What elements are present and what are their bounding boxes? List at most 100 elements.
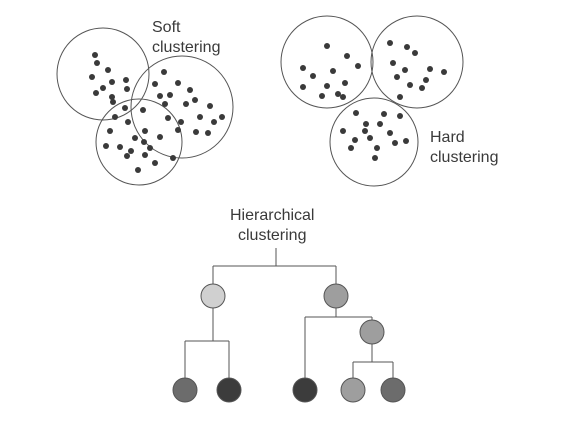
hard-cluster-point <box>403 138 409 144</box>
soft-cluster-point <box>109 94 115 100</box>
hard-cluster-point <box>427 66 433 72</box>
soft-cluster-point <box>152 81 158 87</box>
soft-cluster-point <box>93 90 99 96</box>
soft-cluster-point <box>89 74 95 80</box>
hard-cluster-point <box>392 140 398 146</box>
soft-cluster-point <box>103 143 109 149</box>
soft-cluster-point <box>140 107 146 113</box>
soft-cluster-point <box>92 52 98 58</box>
hard-cluster-point <box>404 44 410 50</box>
soft-cluster-point <box>193 129 199 135</box>
soft-cluster-point <box>197 114 203 120</box>
hard-cluster-point <box>342 80 348 86</box>
hard-cluster-point <box>300 65 306 71</box>
hard-cluster-point <box>381 111 387 117</box>
soft-cluster-point <box>125 119 131 125</box>
dendrogram-nodes <box>172 283 406 403</box>
soft-cluster-point <box>175 80 181 86</box>
dendrogram-leaf-4 <box>340 377 366 403</box>
soft-cluster-point <box>122 105 128 111</box>
dendrogram-leaf-5 <box>380 377 406 403</box>
hard-cluster-point <box>387 40 393 46</box>
soft-cluster-point <box>124 86 130 92</box>
hard-clustering-group <box>280 15 464 187</box>
hard-cluster-point <box>330 68 336 74</box>
hard-cluster-point <box>397 94 403 100</box>
soft-cluster-point <box>105 67 111 73</box>
soft-cluster-point <box>157 93 163 99</box>
hard-cluster-point <box>353 110 359 116</box>
soft-cluster-point <box>128 148 134 154</box>
hard-cluster-point <box>324 43 330 49</box>
dendrogram-leaf-1 <box>172 377 198 403</box>
dendrogram-node-right-sub <box>359 319 385 345</box>
soft-cluster-point <box>110 99 116 105</box>
hard-cluster-point <box>319 93 325 99</box>
soft-cluster-point <box>141 139 147 145</box>
hard-cluster-point <box>402 67 408 73</box>
soft-cluster-point <box>142 152 148 158</box>
soft-cluster-point <box>211 119 217 125</box>
soft-cluster-point <box>170 155 176 161</box>
hard-cluster-point <box>340 128 346 134</box>
hard-cluster-point <box>367 135 373 141</box>
hard-cluster-point <box>387 130 393 136</box>
hard-cluster-point <box>344 53 350 59</box>
dendrogram-leaf-2 <box>216 377 242 403</box>
hard-cluster-point <box>335 91 341 97</box>
hard-cluster-circle-2 <box>370 15 464 109</box>
soft-cluster-circle-1 <box>56 27 150 121</box>
soft-cluster-point <box>132 135 138 141</box>
soft-cluster-point <box>142 128 148 134</box>
soft-cluster-point <box>107 128 113 134</box>
hard-cluster-point <box>423 77 429 83</box>
soft-cluster-point <box>219 114 225 120</box>
hard-cluster-point <box>374 145 380 151</box>
soft-cluster-point <box>109 79 115 85</box>
hard-cluster-point <box>362 128 368 134</box>
hard-cluster-point <box>310 73 316 79</box>
hard-cluster-circle-3 <box>329 97 419 187</box>
hard-cluster-point <box>363 121 369 127</box>
hard-cluster-point <box>394 74 400 80</box>
hierarchical-clustering-label-line-2: clustering <box>238 227 307 244</box>
hard-cluster-circle-1 <box>280 15 374 109</box>
hard-cluster-point <box>352 137 358 143</box>
soft-cluster-point <box>94 60 100 66</box>
hard-cluster-point <box>372 155 378 161</box>
soft-cluster-point <box>187 87 193 93</box>
soft-cluster-point <box>100 85 106 91</box>
soft-cluster-point <box>165 115 171 121</box>
soft-cluster-point <box>135 167 141 173</box>
soft-clustering-label-line-2: clustering <box>152 39 221 56</box>
soft-cluster-point <box>178 119 184 125</box>
hierarchical-clustering-label-line-1: Hierarchical <box>230 207 315 224</box>
hard-cluster-point <box>390 60 396 66</box>
soft-cluster-point <box>117 144 123 150</box>
soft-cluster-point <box>162 101 168 107</box>
hard-cluster-point <box>441 69 447 75</box>
soft-cluster-point <box>147 145 153 151</box>
hard-clustering-label-line-2: clustering <box>430 149 499 166</box>
soft-cluster-point <box>152 160 158 166</box>
dendrogram-node-right <box>323 283 349 309</box>
hard-cluster-point <box>324 83 330 89</box>
soft-clustering-group <box>56 27 234 186</box>
hard-cluster-point <box>412 50 418 56</box>
hard-clustering-points <box>300 40 447 161</box>
hard-clustering-label-line-1: Hard <box>430 129 465 146</box>
soft-cluster-point <box>207 103 213 109</box>
soft-cluster-point <box>167 92 173 98</box>
hard-cluster-point <box>300 84 306 90</box>
dendrogram-node-left <box>200 283 226 309</box>
soft-clustering-points <box>89 52 225 173</box>
soft-cluster-point <box>192 97 198 103</box>
soft-cluster-circle-3 <box>95 98 183 186</box>
hard-cluster-point <box>355 63 361 69</box>
soft-cluster-point <box>183 101 189 107</box>
hard-cluster-point <box>397 113 403 119</box>
dendrogram-lines <box>184 248 394 378</box>
soft-cluster-point <box>112 114 118 120</box>
